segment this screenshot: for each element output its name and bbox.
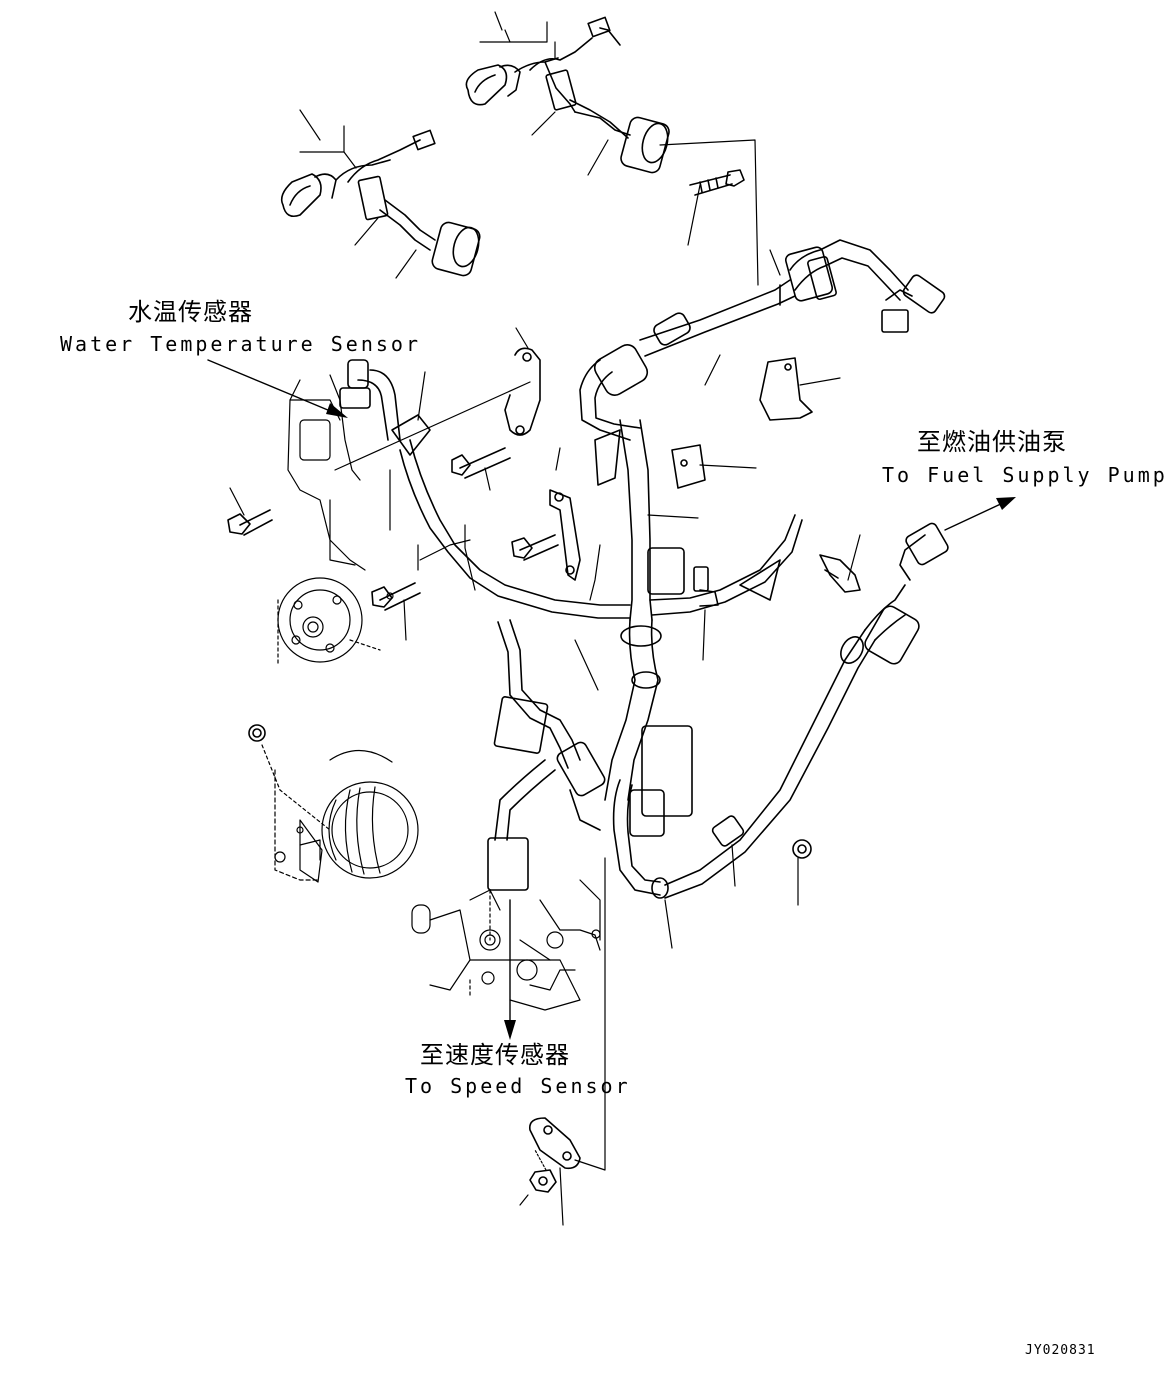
fuel-supply-pump-label-cn: 至燃油供油泵	[917, 428, 1067, 456]
speed-sensor-label-en: To Speed Sensor	[405, 1074, 631, 1098]
leader-lines	[229, 11, 861, 1226]
engine-block-outline	[274, 374, 601, 1011]
water-temperature-sensor-label-cn: 水温传感器	[128, 298, 253, 326]
connector-assembly-upper-left	[280, 129, 481, 277]
fuel-supply-pump-label-en: To Fuel Supply Pump	[882, 463, 1166, 487]
water-temperature-sensor-label-en: Water Temperature Sensor	[60, 332, 421, 356]
callout-arrows	[207, 359, 1016, 1040]
speed-sensor-label-cn: 至速度传感器	[420, 1041, 570, 1069]
main-wiring-harness	[339, 239, 949, 899]
drawing-code: JY020831	[1025, 1343, 1096, 1358]
hardware-parts	[227, 169, 813, 1193]
connector-assembly-upper	[465, 16, 670, 174]
